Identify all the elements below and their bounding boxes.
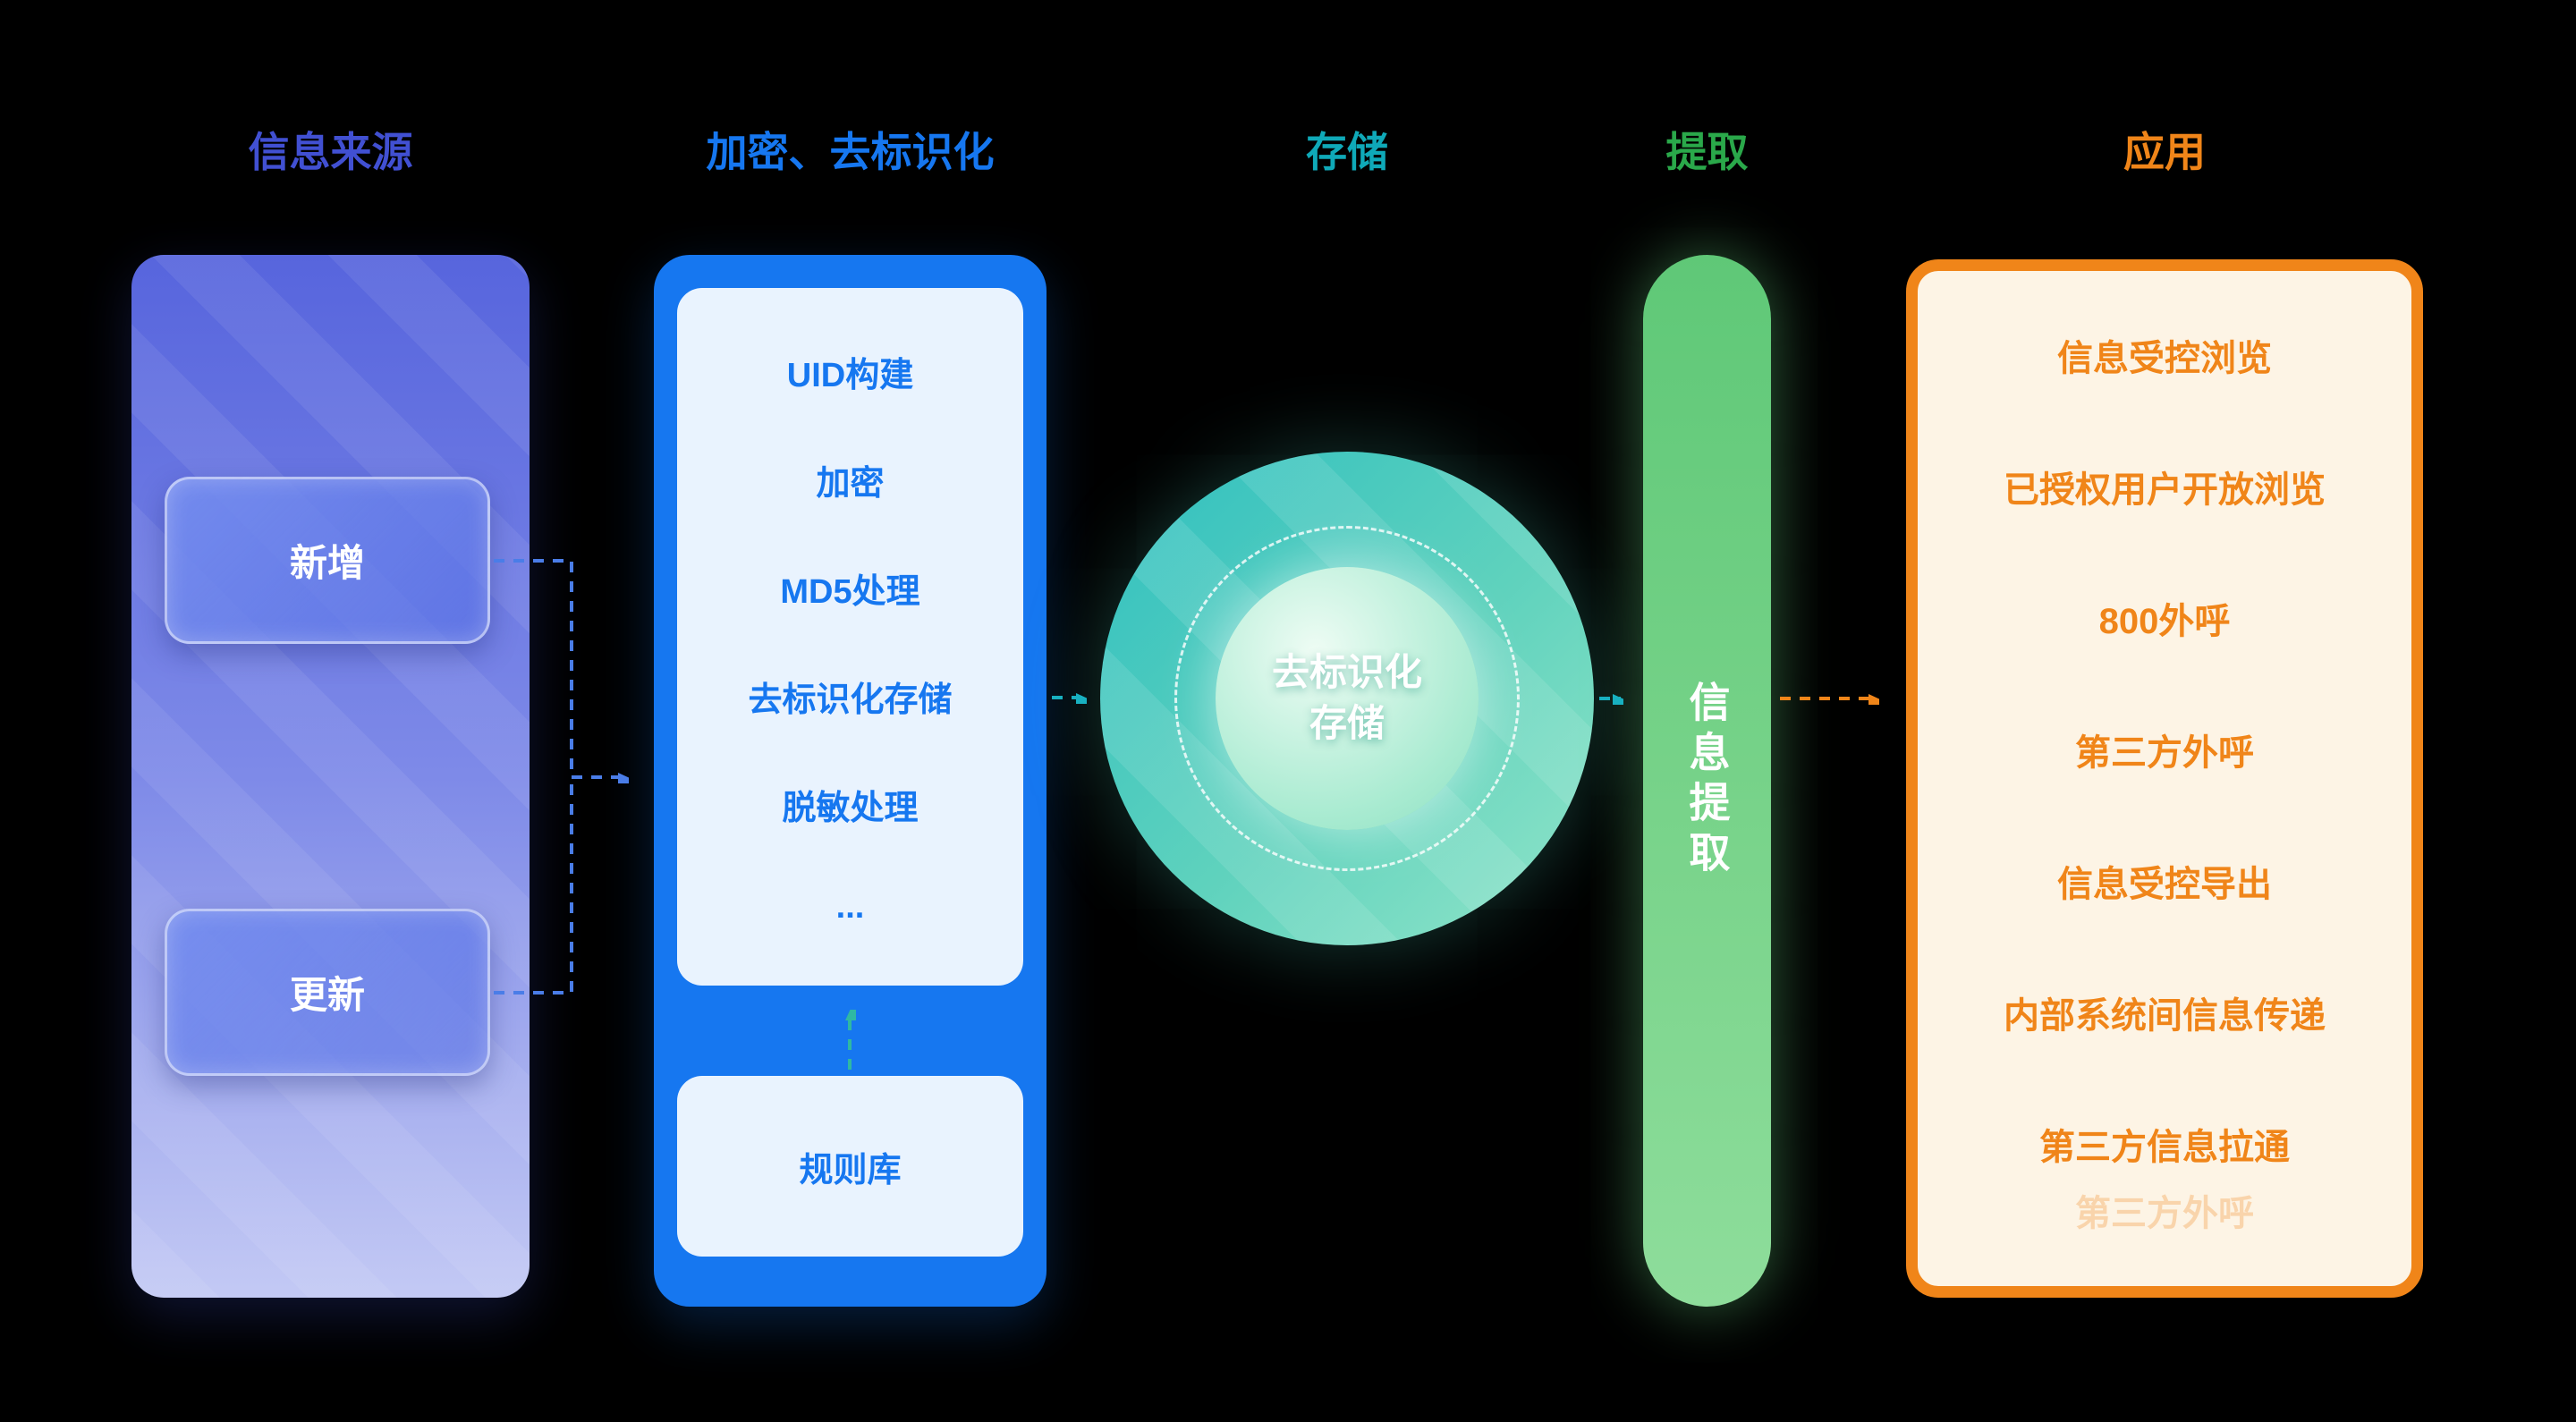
storage-circle: 去标识化 存储 <box>1100 452 1594 945</box>
storage-label-line2: 存储 <box>1309 702 1385 744</box>
apply-item: 第三方信息拉通 <box>2039 1128 2290 1167</box>
rule-library-box: 规则库 <box>677 1076 1023 1257</box>
apply-item: 信息受控导出 <box>2057 865 2272 904</box>
column-header-storage: 存储 <box>1306 129 1388 175</box>
storage-inner-circle: 去标识化 存储 <box>1216 567 1479 830</box>
encrypt-step: 加密 <box>816 465 885 503</box>
apply-item: 已授权用户开放浏览 <box>2004 470 2326 510</box>
storage-label-line1: 去标识化 <box>1271 651 1422 694</box>
column-header-apply: 应用 <box>2123 129 2206 175</box>
column-header-encrypt: 加密、去标识化 <box>706 129 995 175</box>
storage-dashed-ring <box>1174 526 1520 871</box>
source-node-update: 更新 <box>165 909 490 1076</box>
encrypt-step: 去标识化存储 <box>748 681 953 719</box>
extract-bar: 信息提取 <box>1643 255 1771 1307</box>
extract-bar-label: 信息提取 <box>1683 681 1731 881</box>
encrypt-step: UID构建 <box>786 357 914 394</box>
apply-item: 第三方外呼 <box>2075 733 2254 773</box>
source-node-add: 新增 <box>165 477 490 644</box>
encrypt-step-ellipsis: ... <box>835 888 865 926</box>
apply-item: 800外呼 <box>2098 602 2231 641</box>
source-panel: 新增 更新 <box>131 255 530 1298</box>
encrypt-step: MD5处理 <box>780 573 920 611</box>
encrypt-steps-list: UID构建 加密 MD5处理 去标识化存储 脱敏处理 ... <box>677 288 1023 986</box>
apply-panel: 信息受控浏览 已授权用户开放浏览 800外呼 第三方外呼 信息受控导出 内部系统… <box>1906 259 2423 1298</box>
column-header-extract: 提取 <box>1665 129 1749 175</box>
column-header-source: 信息来源 <box>248 129 413 175</box>
apply-item: 信息受控浏览 <box>2057 339 2272 378</box>
apply-item: 内部系统间信息传递 <box>2004 996 2326 1036</box>
encrypt-panel: UID构建 加密 MD5处理 去标识化存储 脱敏处理 ... 规则库 <box>654 255 1046 1307</box>
encrypt-step: 脱敏处理 <box>782 790 919 827</box>
apply-item-faded: 第三方外呼 <box>2075 1194 2254 1233</box>
